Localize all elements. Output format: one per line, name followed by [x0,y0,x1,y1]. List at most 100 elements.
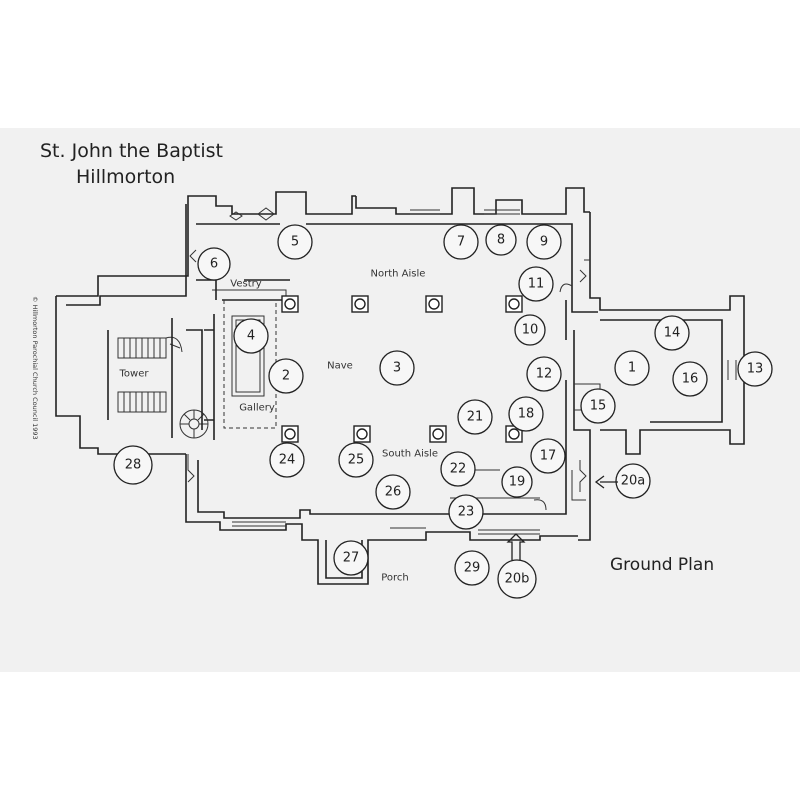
marker-2: 2 [268,358,304,394]
marker-12: 12 [526,356,562,392]
pier-base [351,295,369,313]
pier-base [505,295,523,313]
marker-number: 2 [282,369,290,384]
copyright-notice: © Hillmorton Parochial Church Council 19… [31,296,39,440]
marker-circle [580,388,616,424]
marker-circle [501,466,533,498]
marker-circle [197,247,231,281]
marker-28: 28 [113,445,153,485]
marker-number: 29 [464,561,481,576]
marker-circle [737,351,773,387]
marker-circle [485,224,517,256]
marker-number: 22 [450,462,467,477]
church-walls [55,187,745,585]
room-labels: Vestry North Aisle Nave Tower Gallery So… [119,269,439,584]
marker-number: 10 [522,323,539,338]
marker-7: 7 [443,224,479,260]
marker-22: 22 [440,451,476,487]
marker-13: 13 [737,351,773,387]
label-porch: Porch [381,573,409,584]
marker-21: 21 [457,399,493,435]
marker-circle [530,438,566,474]
marker-circle [672,361,708,397]
marker-circle [614,350,650,386]
marker-number: 28 [125,458,142,473]
title-line1: St. John the Baptist [40,140,223,162]
marker-number: 8 [497,233,505,248]
title-line2: Hillmorton [76,166,175,188]
arrow-20a-icon [594,475,618,489]
marker-circle [338,442,374,478]
marker-24: 24 [269,442,305,478]
marker-circle [448,494,484,530]
pier-bases [281,295,523,443]
marker-number: 26 [385,485,402,500]
marker-circle [454,550,490,586]
pier-base [429,425,447,443]
marker-number: 7 [457,235,465,250]
marker-10: 10 [514,314,546,346]
marker-number: 11 [528,277,545,292]
marker-circle [375,474,411,510]
marker-1: 1 [614,350,650,386]
marker-20a: 20a [615,463,651,499]
marker-circle [333,540,369,576]
marker-number: 3 [393,361,401,376]
marker-circle [233,318,269,354]
marker-number: 14 [664,326,681,341]
pier-base [281,295,299,313]
marker-number: 15 [590,399,607,414]
marker-20b: 20b [497,559,537,599]
marker-number: 20b [505,572,530,587]
marker-circle [508,396,544,432]
marker-number: 20a [621,474,646,489]
label-vestry: Vestry [230,279,261,290]
marker-9: 9 [526,224,562,260]
arrow-20b-icon [506,533,526,560]
marker-29: 29 [454,550,490,586]
marker-number: 1 [628,361,636,376]
marker-number: 18 [518,407,535,422]
label-north-aisle: North Aisle [371,269,426,280]
marker-circle [654,315,690,351]
pier-base [281,425,299,443]
marker-17: 17 [530,438,566,474]
marker-number: 23 [458,505,475,520]
marker-circle [277,224,313,260]
marker-26: 26 [375,474,411,510]
marker-number: 17 [540,449,557,464]
marker-circle [526,356,562,392]
marker-number: 21 [467,410,484,425]
marker-number: 9 [540,235,548,250]
marker-number: 19 [509,475,526,490]
marker-11: 11 [518,266,554,302]
label-nave: Nave [327,361,353,372]
marker-circle [526,224,562,260]
marker-14: 14 [654,315,690,351]
marker-circle [269,442,305,478]
pier-base [353,425,371,443]
marker-27: 27 [333,540,369,576]
marker-8: 8 [485,224,517,256]
marker-circle [113,445,153,485]
marker-4: 4 [233,318,269,354]
marker-19: 19 [501,466,533,498]
marker-circle [518,266,554,302]
marker-circle [268,358,304,394]
marker-number: 16 [682,372,699,387]
marker-circle [443,224,479,260]
marker-23: 23 [448,494,484,530]
marker-circle [497,559,537,599]
marker-6: 6 [197,247,231,281]
marker-3: 3 [379,350,415,386]
marker-circle [457,399,493,435]
label-south-aisle: South Aisle [382,449,438,460]
marker-number: 24 [279,453,296,468]
label-gallery: Gallery [239,403,275,414]
marker-circle [379,350,415,386]
marker-number: 25 [348,453,365,468]
ground-plan-caption: Ground Plan [610,555,714,575]
marker-circle [514,314,546,346]
